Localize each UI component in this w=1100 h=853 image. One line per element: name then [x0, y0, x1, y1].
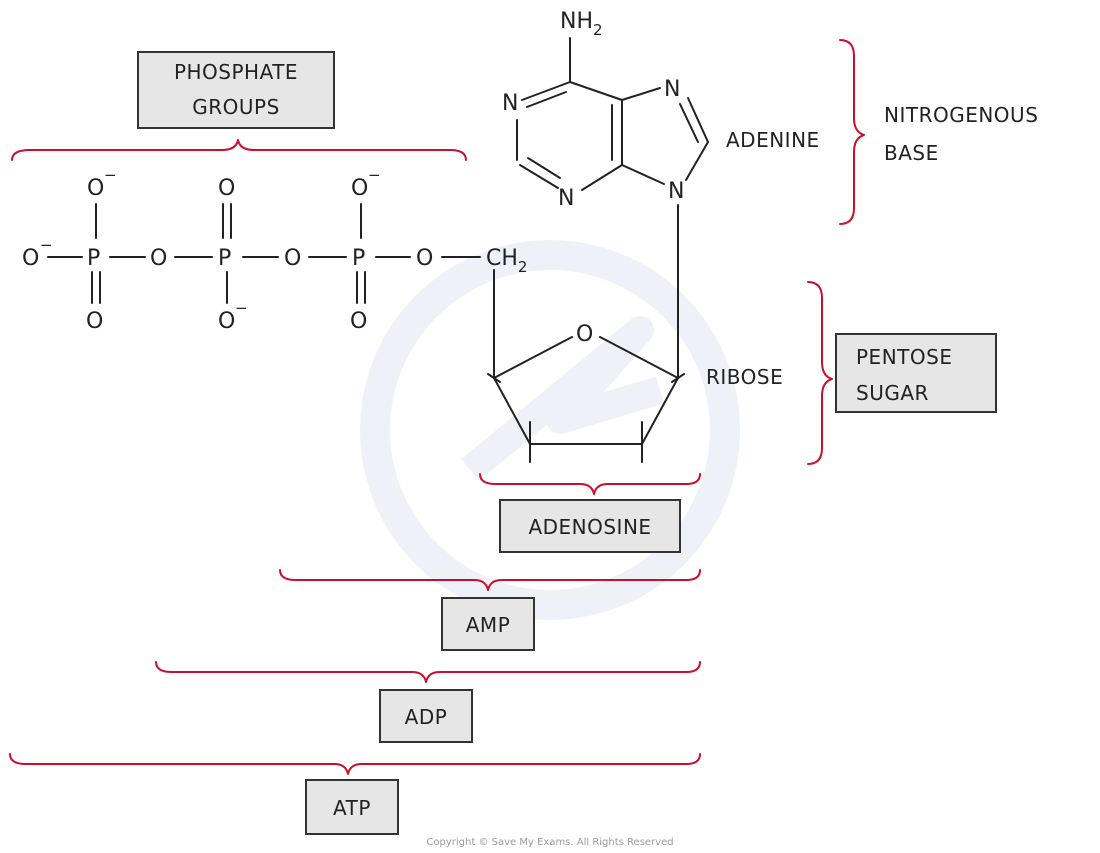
copyright-notice: Copyright © Save My Exams. All Rights Re… — [426, 837, 673, 848]
p2-bottom-charge: − — [235, 299, 248, 317]
amp-brace — [279, 569, 701, 591]
nitrogenous-label-line-2: BASE — [884, 141, 939, 165]
amine-group: NH2 — [560, 9, 603, 39]
pentose-sugar-label-box: PENTOSE SUGAR — [835, 333, 997, 413]
adenine-ring: NH2 N N N N — [502, 9, 709, 211]
adp-brace — [155, 661, 701, 683]
nitrogenous-label-line-1: NITROGENOUS — [884, 103, 1038, 127]
phosphate-groups-brace — [11, 139, 467, 161]
watermark-logo — [360, 240, 740, 620]
adenine-n7: N — [664, 77, 680, 102]
phosphate-label-line-2: GROUPS — [192, 95, 280, 119]
phosphorus-3: P — [352, 246, 365, 271]
phosphorus-1: P — [87, 246, 100, 271]
phosphate-groups-label-box: PHOSPHATE GROUPS — [137, 51, 335, 129]
phosphate-chain: O − P O P O P O CH2 O − O O O − O − — [22, 166, 527, 334]
pentose-label-line-1: PENTOSE — [856, 345, 952, 369]
bridge-oxygen-3: O — [416, 246, 433, 271]
atp-label-box: ATP — [305, 779, 399, 835]
p1-bottom-oxygen: O — [86, 309, 103, 334]
bridge-oxygen-1: O — [150, 246, 167, 271]
pentose-label-line-2: SUGAR — [856, 381, 929, 405]
pentose-sugar-brace — [807, 281, 833, 465]
p3-bottom-oxygen: O — [350, 309, 367, 334]
ribose-label: RIBOSE — [706, 365, 783, 389]
adenosine-brace — [479, 473, 701, 495]
adenine-n9: N — [668, 179, 684, 204]
ribose-ring: O — [487, 204, 685, 463]
p1-top-oxygen: O — [87, 176, 104, 201]
adenosine-label-box: ADENOSINE — [499, 499, 681, 553]
adenosine-label: ADENOSINE — [528, 515, 651, 539]
p1-top-charge: − — [104, 166, 117, 184]
phosphate-label-line-1: PHOSPHATE — [174, 60, 298, 84]
adenine-n1: N — [502, 91, 518, 116]
phosphorus-2: P — [218, 246, 231, 271]
amp-label: AMP — [466, 613, 511, 637]
adenine-label: ADENINE — [726, 128, 820, 152]
ring-oxygen: O — [576, 322, 593, 347]
atp-label: ATP — [333, 796, 371, 820]
terminal-oxygen: O — [22, 246, 39, 271]
p3-top-oxygen: O — [351, 176, 368, 201]
amp-label-box: AMP — [441, 597, 535, 651]
p2-top-oxygen: O — [218, 176, 235, 201]
ch2-group: CH2 — [486, 246, 527, 276]
p2-bottom-oxygen: O — [218, 309, 235, 334]
adp-label: ADP — [405, 705, 448, 729]
bridge-oxygen-2: O — [284, 246, 301, 271]
atp-brace — [9, 753, 701, 775]
adenine-n3: N — [558, 186, 574, 211]
terminal-oxygen-charge: − — [40, 236, 53, 254]
p3-top-charge: − — [368, 166, 381, 184]
adp-label-box: ADP — [379, 689, 473, 743]
nitrogenous-base-brace — [839, 39, 865, 225]
